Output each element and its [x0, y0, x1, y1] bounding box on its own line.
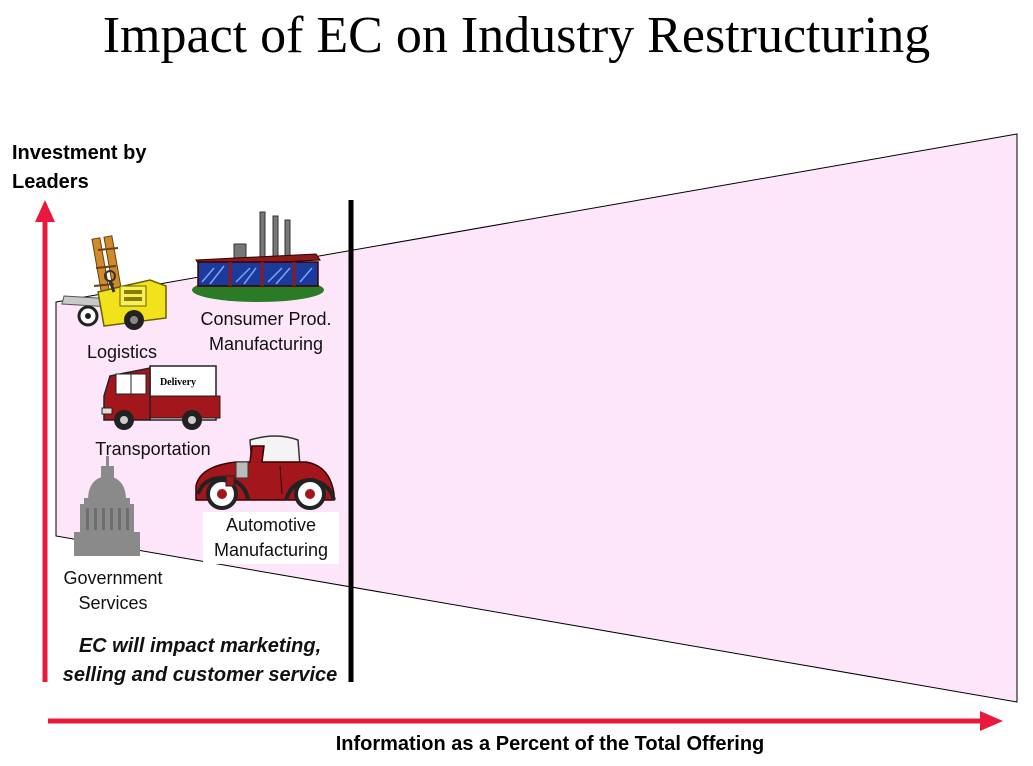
- label-transportation: Transportation: [95, 439, 211, 459]
- y-axis-label: Investment by Leaders: [12, 142, 147, 193]
- x-axis-arrow: [48, 711, 1003, 731]
- label-logistics: Logistics: [86, 342, 158, 362]
- label-consumer-products: Consumer Prod. Manufacturing: [200, 309, 332, 354]
- vintage-car-icon: [195, 435, 336, 510]
- slide-title: Impact of EC on Industry Restructuring: [102, 7, 931, 64]
- delivery-truck-icon: [101, 365, 221, 430]
- x-axis-label: Information as a Percent of the Total Of…: [335, 733, 765, 755]
- factory-icon: [192, 211, 324, 302]
- capitol-building-icon: [74, 456, 140, 556]
- label-automotive: Automotive Manufacturing: [203, 512, 339, 564]
- label-government: Government Services: [63, 568, 163, 613]
- y-axis-arrow: [35, 200, 55, 682]
- forklift-icon: [61, 235, 167, 330]
- impact-note: EC will impact marketing, selling and cu…: [62, 635, 338, 686]
- truck-delivery-text: Delivery: [160, 377, 196, 388]
